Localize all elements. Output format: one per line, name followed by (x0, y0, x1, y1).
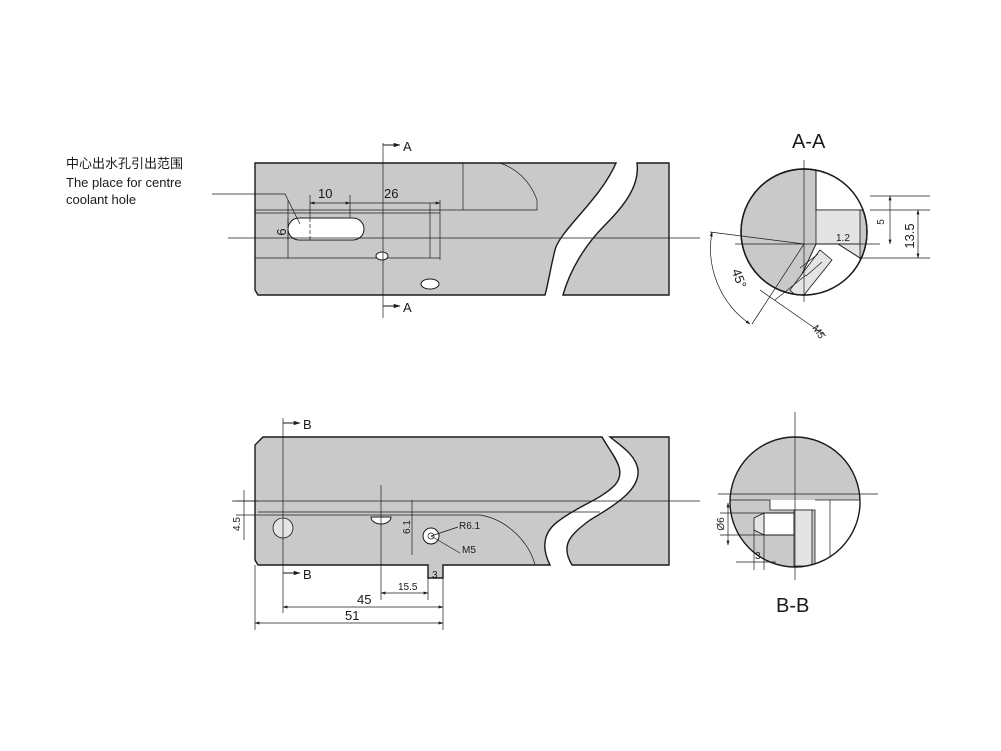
dim-51: 51 (345, 608, 359, 623)
dim-13-5: 13.5 (902, 223, 917, 248)
bottom-view-left-body (254, 436, 621, 579)
section-bb-title: B-B (776, 595, 809, 617)
note-chinese: 中心出水孔引出范围 (66, 156, 183, 171)
dim-10: 10 (318, 186, 332, 201)
section-mark-a-top: A (403, 139, 412, 154)
angle-45: 45° (729, 267, 750, 291)
dim-1-2: 1.2 (836, 233, 850, 244)
top-view-left-body (254, 162, 618, 296)
dim-26: 26 (384, 186, 398, 201)
dim-3-bottom: 3 (432, 570, 438, 581)
top-view: A A 10 26 6 (212, 139, 700, 318)
top-view-right-body (562, 162, 670, 296)
pin-hole-top (420, 278, 440, 290)
thread-m5-bottom: M5 (462, 545, 476, 556)
radius-r6-1: R6.1 (459, 521, 481, 532)
dim-4-5: 4.5 (232, 517, 243, 531)
bottom-view: B B 4.5 6.1 R6.1 M5 3 15.5 45 51 (232, 417, 700, 630)
section-mark-b-top: B (303, 417, 312, 432)
dim-6: 6 (274, 228, 289, 235)
section-aa-title: A-A (792, 131, 826, 153)
section-bb: B-B Ø6 3 (716, 412, 878, 617)
dim-45: 45 (357, 592, 371, 607)
section-aa: A-A 5 13.5 1.2 45° M5 (709, 131, 930, 341)
dim-5: 5 (876, 219, 887, 225)
dim-15-5: 15.5 (398, 582, 418, 593)
section-mark-a-bottom: A (403, 300, 412, 315)
dim-6-1: 6.1 (402, 520, 413, 534)
bottom-view-right-body (566, 436, 670, 566)
screw-hole-top (375, 251, 389, 261)
note-line-1: The place for centre (66, 175, 182, 190)
dia-6: Ø6 (716, 517, 727, 531)
dim-3-bb: 3 (755, 551, 761, 562)
note-line-2: coolant hole (66, 192, 136, 207)
coolant-note: 中心出水孔引出范围 The place for centre coolant h… (66, 156, 183, 207)
section-mark-b-bottom: B (303, 567, 312, 582)
coolant-slot (287, 217, 365, 241)
